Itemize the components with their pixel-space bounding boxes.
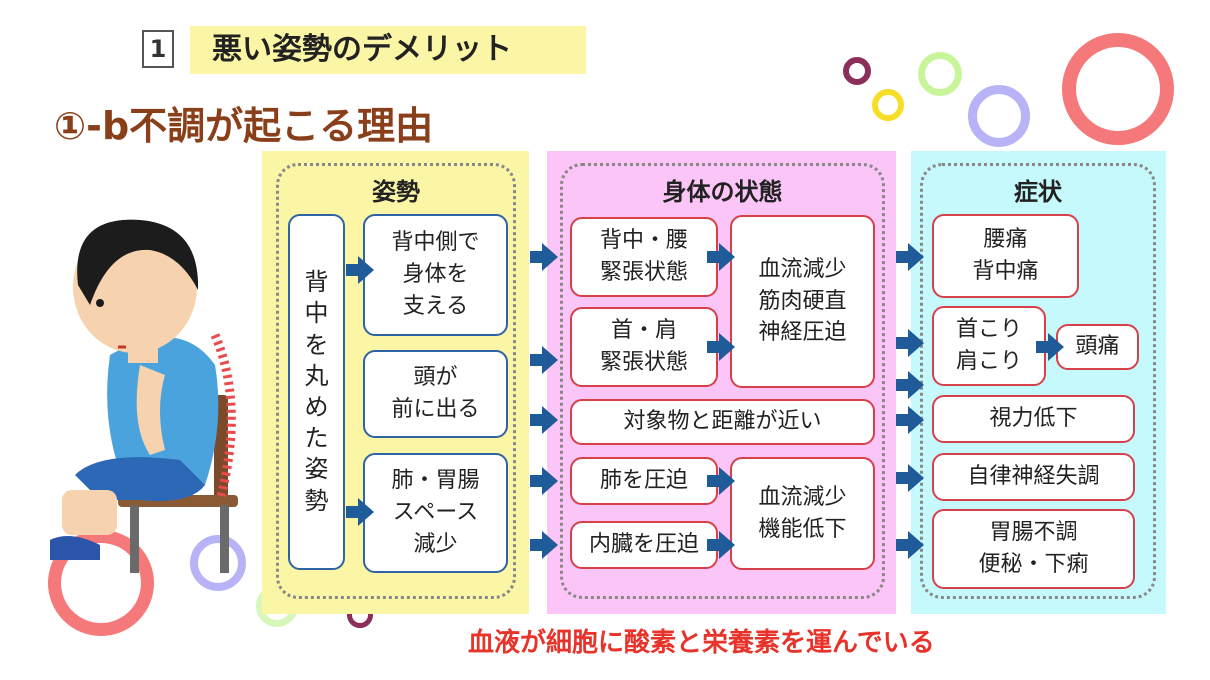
arrow-icon [707, 333, 735, 361]
decorative-ring [843, 57, 871, 85]
arrow-icon [530, 346, 558, 374]
decorative-ring [872, 89, 904, 121]
headache-box: 頭痛 [1056, 324, 1139, 370]
bloodflow-stiffness-box: 血流減少 筋肉硬直 神経圧迫 [730, 215, 875, 388]
head-forward-box: 頭が 前に出る [363, 350, 508, 438]
decorative-ring [918, 52, 962, 96]
arrow-icon [530, 406, 558, 434]
decorative-ring [190, 535, 246, 591]
child-illustration [50, 219, 238, 573]
posture-char: 丸 [304, 361, 329, 390]
neck-shoulder-tension-box: 首・肩 緊張状態 [570, 307, 718, 387]
arrow-icon [896, 243, 924, 271]
arrow-icon [896, 406, 924, 434]
posture-char: め [304, 393, 329, 421]
lung-compression-box: 肺を圧迫 [570, 457, 718, 505]
arrow-icon [530, 467, 558, 495]
footer-note: 血液が細胞に酸素と栄養素を運んでいる [468, 628, 935, 658]
arrow-icon [346, 498, 374, 526]
rounded-back-posture-box: 背 中 を 丸 め た 姿 勢 [288, 214, 345, 570]
arrow-icon [707, 243, 735, 271]
gastro-trouble-box: 胃腸不調 便秘・下痢 [932, 509, 1135, 589]
arrow-icon [896, 371, 924, 399]
symptoms-heading: 症状 [1014, 178, 1062, 206]
arrow-icon [707, 531, 735, 559]
body-state-heading: 身体の状態 [662, 178, 783, 206]
decorative-ring [968, 85, 1030, 147]
arrow-icon [1036, 333, 1064, 361]
body-state-group-frame [560, 163, 885, 599]
vision-decline-box: 視力低下 [932, 395, 1135, 443]
posture-heading: 姿勢 [372, 178, 420, 206]
arrow-icon [896, 329, 924, 357]
posture-char: 背 [304, 268, 329, 297]
support-with-back-box: 背中側で 身体を 支える [363, 214, 508, 336]
symptoms-group-frame [920, 163, 1156, 599]
close-distance-box: 対象物と距離が近い [570, 399, 875, 445]
organ-compression-box: 内臓を圧迫 [570, 521, 718, 569]
arrow-icon [530, 243, 558, 271]
lung-gut-space-box: 肺・胃腸 スペース 減少 [363, 453, 508, 573]
posture-char: た [304, 424, 329, 453]
arrow-icon [707, 467, 735, 495]
page-subtitle: ①-b不調が起こる理由 [54, 104, 434, 148]
posture-char: 中 [304, 299, 329, 328]
bloodflow-function-box: 血流減少 機能低下 [730, 457, 875, 570]
arrow-icon [896, 531, 924, 559]
arrow-icon [530, 531, 558, 559]
posture-char: 姿 [304, 455, 329, 484]
posture-group-frame [276, 163, 516, 599]
posture-char: を [304, 330, 329, 359]
section-number: 1 [142, 30, 174, 68]
autonomic-imbalance-box: 自律神経失調 [932, 453, 1135, 501]
arrow-icon [896, 464, 924, 492]
back-waist-tension-box: 背中・腰 緊張状態 [570, 217, 718, 297]
neck-shoulder-stiffness-box: 首こり 肩こり [932, 306, 1046, 386]
back-pain-box: 腰痛 背中痛 [932, 214, 1079, 298]
arrow-icon [346, 256, 374, 284]
page-title: 悪い姿勢のデメリット [190, 26, 586, 74]
posture-char: 勢 [304, 486, 329, 515]
